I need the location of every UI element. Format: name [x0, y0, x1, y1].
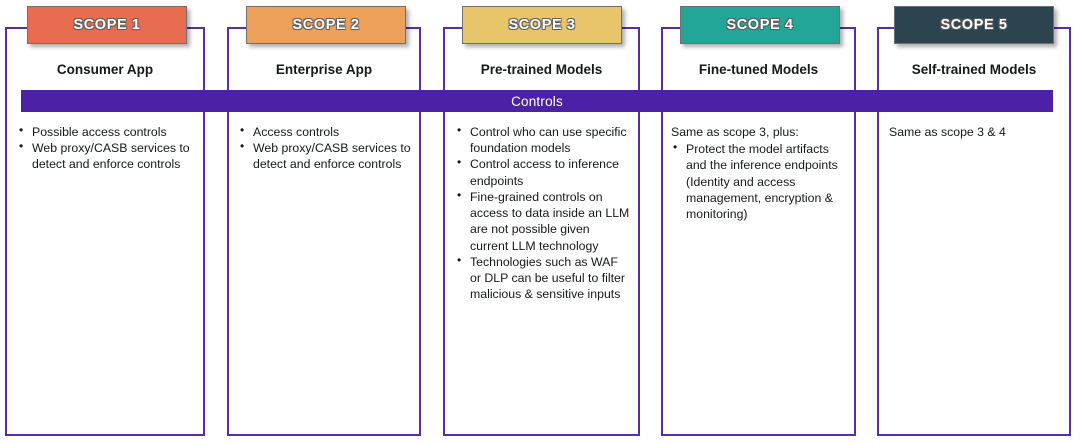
controls-band: Controls: [21, 90, 1053, 112]
subtitle-scope-1: Consumer App: [56, 61, 154, 77]
controls-band-label: Controls: [511, 93, 563, 109]
content-scope-4: Same as scope 3, plus: Protect the model…: [671, 124, 847, 222]
column-frame-scope-4: [661, 27, 856, 436]
subtitle-scope-3: Pre-trained Models: [480, 61, 603, 77]
scope-chip-1[interactable]: SCOPE 1: [27, 6, 187, 44]
list-item: Control who can use specific foundation …: [455, 123, 631, 156]
bullet-list-scope-4: Protect the model artifacts and the infe…: [671, 140, 847, 222]
list-item: Web proxy/CASB services to detect and en…: [17, 139, 195, 172]
content-scope-2: Access controls Web proxy/CASB services …: [238, 123, 413, 173]
column-frame-scope-1: [5, 27, 205, 436]
subtitle-scope-5: Self-trained Models: [911, 61, 1037, 77]
subtitle-scope-2: Enterprise App: [275, 61, 373, 77]
subtitle-scope-4: Fine-tuned Models: [698, 61, 819, 77]
list-item: Protect the model artifacts and the infe…: [671, 140, 847, 222]
content-scope-1: Possible access controls Web proxy/CASB …: [17, 123, 195, 173]
scope-chip-2-label: SCOPE 2: [292, 17, 360, 33]
scope-chip-1-label: SCOPE 1: [73, 17, 141, 33]
scope-chip-3-label: SCOPE 3: [508, 17, 576, 33]
scope-chip-2[interactable]: SCOPE 2: [246, 6, 406, 44]
bullet-list-scope-2: Access controls Web proxy/CASB services …: [238, 123, 413, 173]
list-item: Possible access controls: [17, 123, 195, 140]
list-item: Web proxy/CASB services to detect and en…: [238, 139, 413, 172]
scope-chip-3[interactable]: SCOPE 3: [462, 6, 622, 44]
list-item: Control access to inference endpoints: [455, 155, 631, 188]
list-item: Fine-grained controls on access to data …: [455, 188, 631, 254]
content-scope-4-lead: Same as scope 3, plus:: [671, 125, 799, 139]
scope-chip-5-label: SCOPE 5: [940, 17, 1008, 33]
scope-chip-4-label: SCOPE 4: [726, 17, 794, 33]
scope-chip-4[interactable]: SCOPE 4: [680, 6, 840, 44]
list-item: Access controls: [238, 123, 413, 140]
bullet-list-scope-1: Possible access controls Web proxy/CASB …: [17, 123, 195, 173]
content-scope-3: Control who can use specific foundation …: [455, 123, 631, 303]
content-scope-5: Same as scope 3 & 4: [889, 124, 1065, 140]
scope-chip-5[interactable]: SCOPE 5: [894, 6, 1054, 44]
bullet-list-scope-3: Control who can use specific foundation …: [455, 123, 631, 303]
column-frame-scope-2: [227, 27, 421, 436]
content-scope-5-lead: Same as scope 3 & 4: [889, 125, 1006, 139]
column-frame-scope-5: [877, 27, 1071, 436]
list-item: Technologies such as WAF or DLP can be u…: [455, 253, 631, 303]
